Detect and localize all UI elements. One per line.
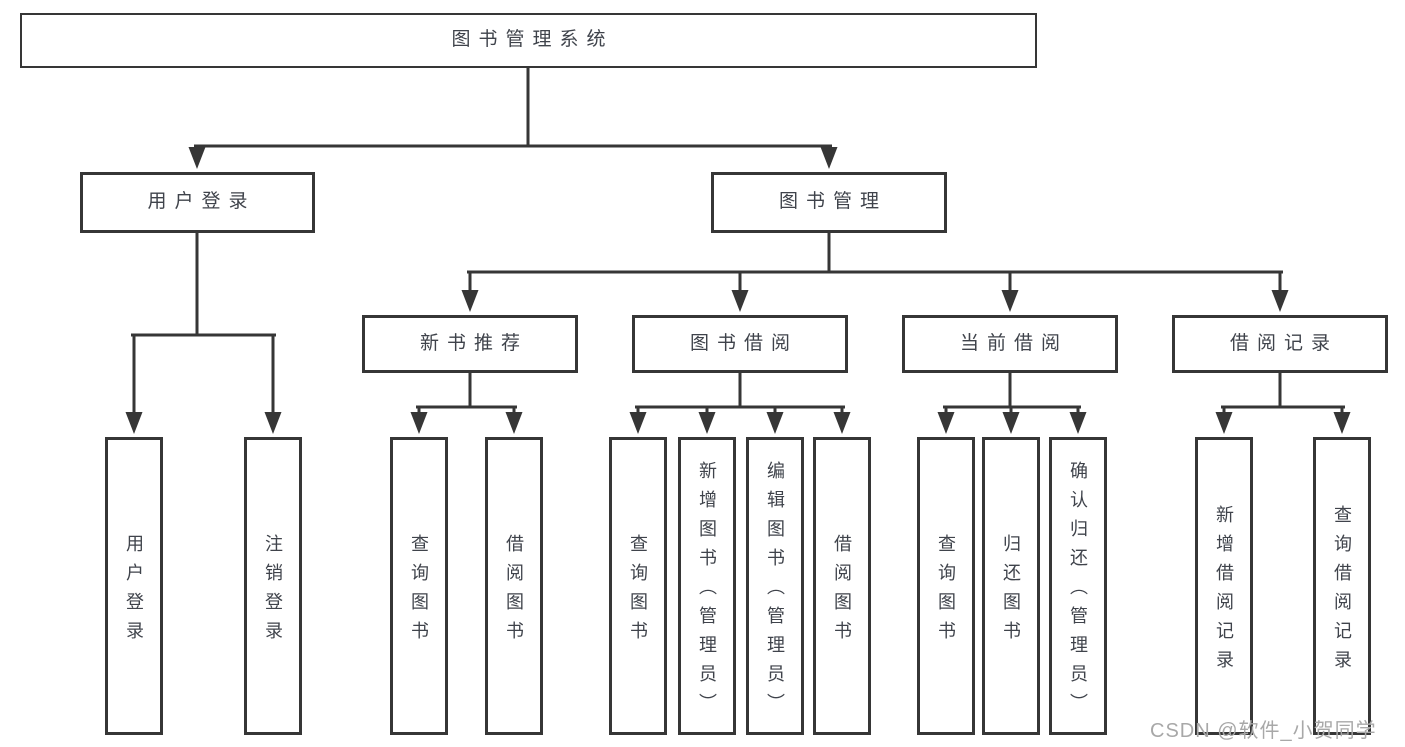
leaf-query-books-borrowing: 查询图书	[609, 437, 667, 735]
leaf-confirm-return-admin: 确认归还（管理员）	[1049, 437, 1107, 735]
node-user-login-label: 用户登录	[147, 191, 256, 213]
leaf-query-books-recommend-label: 查询图书	[409, 533, 429, 650]
node-borrowing-records-label: 借阅记录	[1229, 332, 1338, 354]
node-book-management-label: 图书管理	[778, 191, 887, 213]
leaf-query-borrow-record-label: 查询借阅记录	[1332, 504, 1352, 679]
node-current-borrowing-label: 当前借阅	[959, 332, 1068, 354]
leaf-add-borrow-record-label: 新增借阅记录	[1214, 504, 1234, 679]
leaf-query-books-borrowing-label: 查询图书	[628, 533, 648, 650]
leaf-add-books-admin-label: 新增图书（管理员）	[697, 461, 717, 722]
node-book-borrowing: 图书借阅	[632, 315, 848, 373]
leaf-return-books-label: 归还图书	[1001, 533, 1021, 650]
leaf-edit-books-admin-label: 编辑图书（管理员）	[765, 461, 785, 722]
leaf-user-login-label: 用户登录	[124, 533, 144, 650]
node-book-borrowing-label: 图书借阅	[689, 332, 798, 354]
node-user-login: 用户登录	[80, 172, 315, 233]
leaf-add-books-admin: 新增图书（管理员）	[678, 437, 736, 735]
leaf-query-books-current: 查询图书	[917, 437, 975, 735]
leaf-return-books: 归还图书	[982, 437, 1040, 735]
node-borrowing-records: 借阅记录	[1172, 315, 1388, 373]
node-book-management: 图书管理	[711, 172, 947, 233]
leaf-borrow-books-borrowing-label: 借阅图书	[832, 533, 852, 650]
csdn-watermark: CSDN @软件_小贺同学	[1150, 720, 1377, 742]
leaf-edit-books-admin: 编辑图书（管理员）	[746, 437, 804, 735]
leaf-borrow-books-borrowing: 借阅图书	[813, 437, 871, 735]
arrowheads	[125, 147, 1351, 434]
leaf-logout-label: 注销登录	[263, 533, 283, 650]
leaf-add-borrow-record: 新增借阅记录	[1195, 437, 1253, 735]
leaf-logout: 注销登录	[244, 437, 302, 735]
leaf-query-books-recommend: 查询图书	[390, 437, 448, 735]
leaf-query-books-current-label: 查询图书	[936, 533, 956, 650]
node-current-borrowing: 当前借阅	[902, 315, 1118, 373]
node-new-book-recommend-label: 新书推荐	[419, 332, 528, 354]
leaf-confirm-return-admin-label: 确认归还（管理员）	[1068, 461, 1088, 722]
leaf-user-login: 用户登录	[105, 437, 163, 735]
leaf-borrow-books-recommend: 借阅图书	[485, 437, 543, 735]
node-library-system: 图书管理系统	[20, 13, 1037, 68]
node-new-book-recommend: 新书推荐	[362, 315, 578, 373]
leaf-borrow-books-recommend-label: 借阅图书	[504, 533, 524, 650]
leaf-query-borrow-record: 查询借阅记录	[1313, 437, 1371, 735]
node-library-system-label: 图书管理系统	[451, 29, 614, 51]
